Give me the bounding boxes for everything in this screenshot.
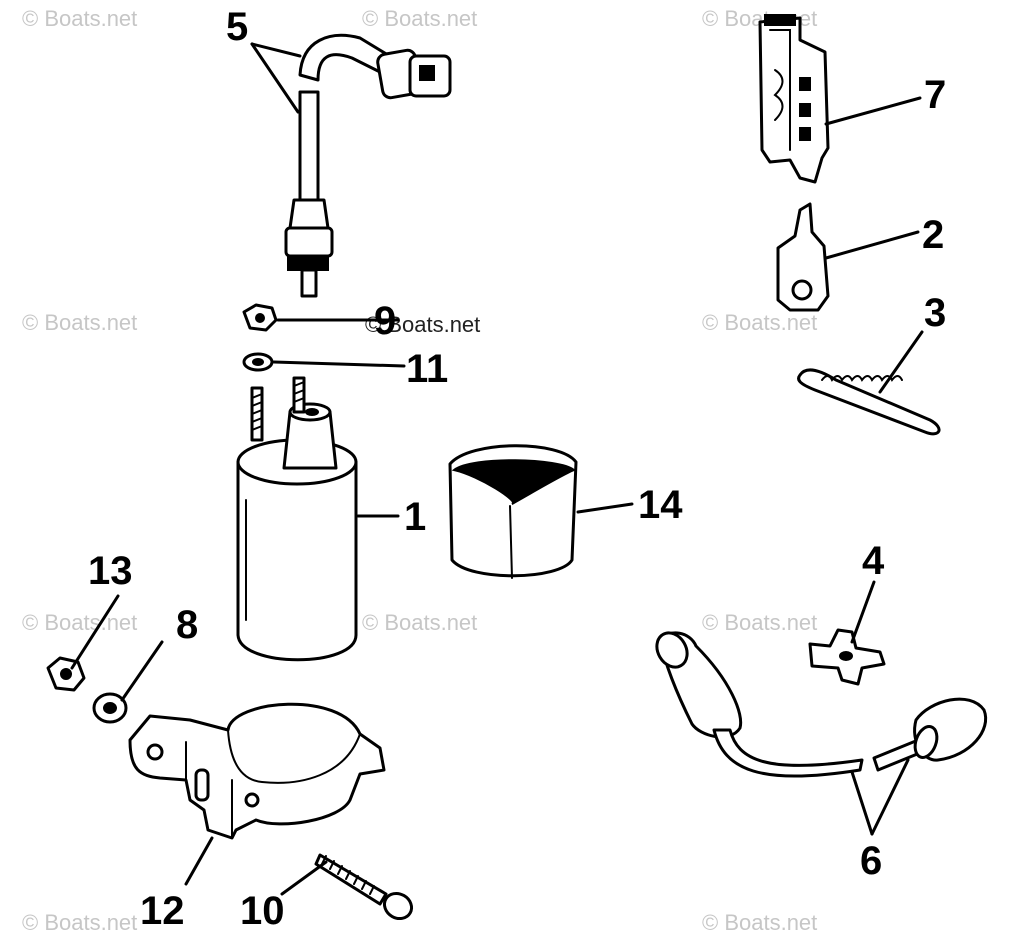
leader-lines bbox=[70, 42, 924, 896]
part-6-boot-lead bbox=[655, 631, 988, 778]
callout-13: 13 bbox=[88, 549, 133, 593]
part-10-screw bbox=[314, 853, 414, 921]
callout-4: 4 bbox=[862, 539, 885, 583]
callouts: 5 7 2 3 9 11 1 14 4 13 8 6 12 10 bbox=[88, 5, 946, 933]
part-13-nut bbox=[46, 656, 86, 692]
callout-1: 1 bbox=[404, 495, 426, 539]
callout-3: 3 bbox=[924, 291, 946, 335]
watermark-center-dark: © Boats.net bbox=[365, 312, 480, 337]
part-4-spring-clip bbox=[808, 628, 886, 686]
watermark-bottom-right: © Boats.net bbox=[702, 910, 817, 935]
watermark-mid-left: © Boats.net bbox=[22, 310, 137, 335]
part-11-washer bbox=[242, 352, 274, 372]
watermark-mid-right: © Boats.net bbox=[702, 310, 817, 335]
callout-8: 8 bbox=[176, 603, 198, 647]
part-3-wire-clip bbox=[797, 368, 941, 436]
callout-11: 11 bbox=[406, 347, 448, 391]
watermark-low-left: © Boats.net bbox=[22, 610, 137, 635]
callout-14: 14 bbox=[638, 483, 683, 527]
part-5-spark-plug-lead bbox=[284, 33, 452, 298]
part-7-terminal-block bbox=[758, 14, 830, 184]
part-14-coil-sleeve bbox=[448, 444, 578, 579]
callout-7: 7 bbox=[924, 73, 946, 117]
watermark-top-center: © Boats.net bbox=[362, 6, 477, 31]
part-1-ignition-coil bbox=[236, 376, 358, 662]
callout-5: 5 bbox=[226, 5, 248, 49]
watermarks: © Boats.net © Boats.net © Boats.net © Bo… bbox=[22, 6, 817, 935]
part-8-lockwasher bbox=[92, 692, 128, 724]
part-9-nut bbox=[242, 303, 278, 332]
watermark-bottom-left: © Boats.net bbox=[22, 910, 137, 935]
watermark-low-center: © Boats.net bbox=[362, 610, 477, 635]
watermark-low-right: © Boats.net bbox=[702, 610, 817, 635]
callout-6: 6 bbox=[860, 839, 882, 883]
callout-12: 12 bbox=[140, 889, 185, 933]
watermark-top-left: © Boats.net bbox=[22, 6, 137, 31]
callout-2: 2 bbox=[922, 213, 944, 257]
callout-10: 10 bbox=[240, 889, 285, 933]
part-12-coil-bracket bbox=[128, 702, 386, 840]
callout-9: 9 bbox=[374, 299, 396, 343]
part-2-terminal bbox=[776, 202, 830, 312]
